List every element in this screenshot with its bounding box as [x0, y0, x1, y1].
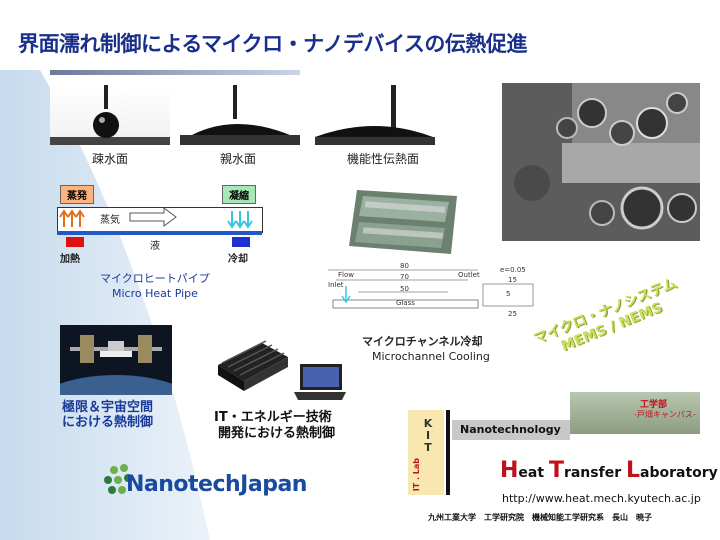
outlet-label: Outlet: [458, 271, 480, 279]
lab-name-l: L: [625, 458, 640, 483]
heat-pipe-wick: [57, 231, 262, 235]
microchannel-label-en: Microchannel Cooling: [372, 350, 490, 363]
space-line1: 極限＆宇宙空間: [62, 400, 154, 415]
droplet-functional-image: [315, 85, 435, 145]
space-label: 極限＆宇宙空間 における熱制御: [62, 400, 153, 430]
laptop-image: [292, 362, 348, 402]
page-title: 界面濡れ制御によるマイクロ・ナノデバイスの伝熱促進: [18, 32, 527, 56]
droplet-hydrophilic-image: [180, 85, 300, 145]
kit-yellow-band: [408, 410, 444, 495]
micro-heat-pipe-diagram: 蒸発 凝縮 蒸気 液 加熱 冷却: [52, 185, 267, 265]
nanotechnology-banner: [452, 420, 570, 440]
droplet-functional-label: 機能性伝熱面: [346, 152, 419, 166]
cooling-block: [232, 237, 250, 247]
kit-letter-k: K: [423, 417, 433, 430]
glass-label: Glass: [396, 299, 415, 307]
heat-pipe-arrows: [59, 207, 253, 235]
title-underline: [50, 70, 300, 75]
microchannel-chip-photo: [345, 182, 463, 257]
dim-15: 15: [508, 276, 517, 284]
lab-panel: K I T IT . Lab Nanotechnology 工学部 -戸畑キャン…: [408, 392, 718, 495]
it-energy-label: IT・エネルギー技術 開発における熱制御: [214, 410, 335, 442]
cooling-label: 冷却: [228, 254, 248, 265]
nanotechjapan-logo: NanotechJapan: [100, 460, 307, 510]
dim-inner: 50: [400, 285, 409, 293]
droplet-hydrophobic-label: 疎水面: [91, 152, 128, 166]
micro-heat-pipe-label-en: Micro Heat Pipe: [112, 287, 198, 300]
dim-e: e=0.05: [500, 266, 526, 274]
lab-name-h-rest: eat: [518, 465, 549, 481]
kit-letter-i: I: [425, 429, 431, 442]
lab-red-bar: [446, 410, 450, 495]
micro-heat-pipe-label-jp: マイクロヒートパイプ: [100, 272, 210, 285]
liquid-label: 液: [150, 241, 160, 252]
nanotechjapan-text: NanotechJapan: [126, 472, 307, 497]
kit-sub-label: IT . Lab: [412, 458, 421, 492]
lab-name-h: H: [500, 458, 519, 483]
dim-top: 80: [400, 262, 409, 270]
it-energy-line2: 開発における熱制御: [218, 426, 336, 441]
droplet-hydrophilic-label: 親水面: [219, 152, 256, 166]
nanotechnology-label: Nanotechnology: [460, 423, 561, 436]
inlet-label: Inlet: [328, 281, 344, 289]
campus-photo: 工学部 -戸畑キャンパス-: [570, 392, 700, 434]
lab-name-t-rest: ransfer: [563, 465, 626, 481]
space-station-photo: [26, 325, 206, 455]
heatsink-image: [212, 335, 290, 395]
vapor-label: 蒸気: [100, 215, 120, 226]
it-energy-line1: IT・エネルギー技術: [214, 410, 332, 425]
droplet-hydrophobic-image: [50, 85, 170, 145]
lab-url[interactable]: http://www.heat.mech.kyutech.ac.jp: [502, 492, 701, 505]
microchannel-dimension-drawing: 80 70 50 Flow Inlet Outlet Glass e=0.05 …: [328, 262, 538, 322]
campus-line1: 工学部: [640, 400, 668, 410]
dimension-lines: [328, 269, 534, 309]
dim-bottom: 25: [508, 310, 517, 318]
flow-label: Flow: [338, 271, 354, 279]
evaporation-tag: 蒸発: [60, 185, 94, 204]
nanotech-dots-icon: [104, 464, 132, 494]
condensation-tag: 凝縮: [222, 185, 256, 204]
campus-line2: -戸畑キャンパス-: [634, 410, 696, 419]
heating-label: 加熱: [60, 254, 80, 265]
microchannel-label-jp: マイクロチャンネル冷却: [362, 335, 483, 348]
dim-mid: 70: [400, 273, 409, 281]
lab-affiliation: 九州工業大学 工学研究院 機械知能工学研究系 長山 暁子: [428, 513, 652, 522]
heating-block: [66, 237, 84, 247]
kit-letter-t: T: [424, 441, 432, 454]
kit-letters: K I T: [422, 418, 434, 454]
lab-name: Heat Transfer Laboratory: [500, 458, 718, 483]
space-line2: における熱制御: [62, 415, 154, 430]
lab-name-t: T: [548, 458, 564, 483]
microscope-bubble-photo: [502, 83, 700, 241]
lab-name-l-rest: aboratory: [640, 465, 718, 481]
dim-5: 5: [506, 290, 511, 298]
